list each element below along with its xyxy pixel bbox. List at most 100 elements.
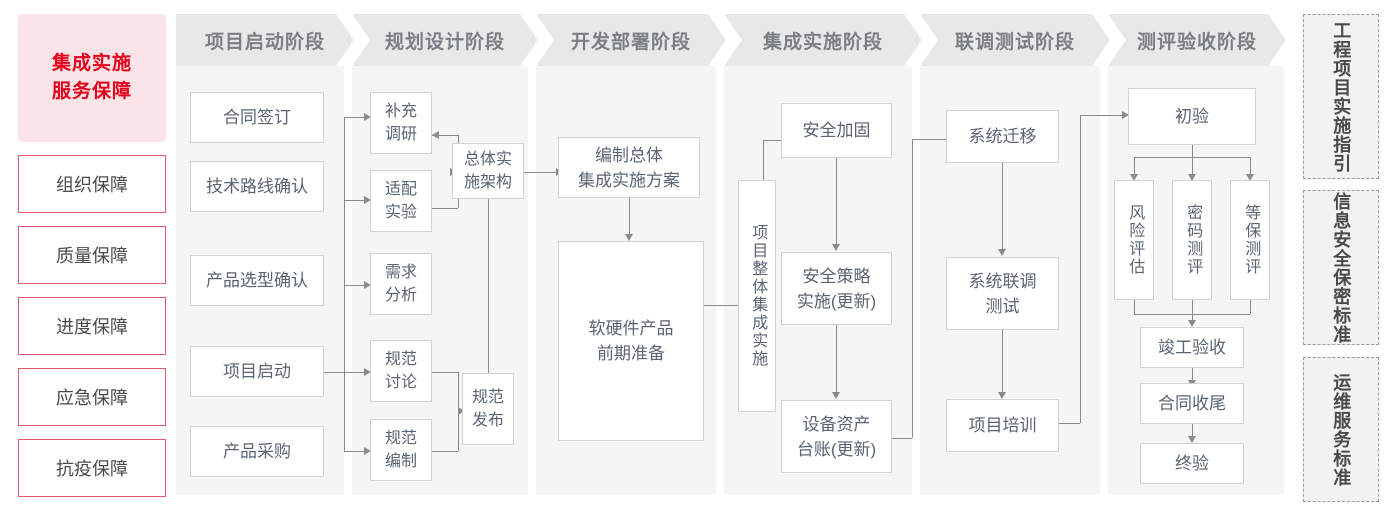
node-c4-1[interactable]: 安全加固	[781, 103, 892, 158]
guarantee-item-2[interactable]: 进度保障	[18, 297, 166, 355]
connector-c1-to-c2-0	[344, 117, 364, 118]
node-c4-2[interactable]: 安全策略 实施(更新)	[781, 252, 892, 325]
node-label: 技术路线确认	[206, 177, 308, 196]
connector-arrow-c2-4	[364, 447, 371, 455]
node-label: 产品采购	[223, 442, 291, 461]
standard-card-0[interactable]: 工程项目实施指引	[1303, 14, 1379, 179]
connector-c5-v2	[1002, 330, 1003, 392]
node-c2-1[interactable]: 适配 实验	[370, 170, 432, 232]
node-c2-zongtishishijiagou[interactable]: 总体实 施架构	[452, 143, 524, 199]
connector-c6-v1	[1192, 368, 1193, 380]
connector-arrow-c2-2	[364, 281, 371, 289]
guarantee-item-1[interactable]: 质量保障	[18, 226, 166, 284]
connector-arrow-c2-0	[364, 113, 371, 121]
guarantee-item-3[interactable]: 应急保障	[18, 368, 166, 426]
connector-c4-to-c5-h2	[912, 139, 946, 140]
node-c5-1[interactable]: 系统联调 测试	[946, 257, 1059, 330]
node-c6-hetongshouwei[interactable]: 合同收尾	[1140, 383, 1244, 424]
node-c4-xiangmuzhengti[interactable]: 项目整体集成实施	[738, 180, 776, 412]
node-c2-3[interactable]: 规范 讨论	[370, 340, 432, 402]
connector-c6-v2	[1192, 424, 1193, 436]
connector-c5-to-c6-v	[1080, 115, 1081, 423]
phase-header-1[interactable]: 规划设计阶段	[352, 14, 538, 66]
connector-c1-to-c2-3	[344, 372, 364, 373]
node-c3-0[interactable]: 编制总体 集成实施方案	[558, 137, 700, 198]
node-label-line1: 规范	[384, 351, 417, 368]
guarantee-item-label: 应急保障	[56, 388, 128, 408]
node-c6-chuyan[interactable]: 初验	[1128, 88, 1256, 145]
guarantee-item-label: 进度保障	[56, 317, 128, 337]
connector-fan-right	[1250, 157, 1251, 174]
node-label: 密码测评	[1184, 204, 1202, 276]
node-c1-3[interactable]: 项目启动	[190, 346, 324, 397]
node-c4-3[interactable]: 设备资产 台账(更新)	[781, 400, 892, 473]
node-c1-2[interactable]: 产品选型确认	[190, 255, 324, 306]
node-c6-jungongyanshou[interactable]: 竣工验收	[1140, 327, 1244, 368]
connector-arrow-dengbao	[1246, 174, 1254, 181]
connector-c5-v1	[1002, 163, 1003, 249]
phase-header-label: 项目启动阶段	[204, 31, 325, 53]
node-label: 项目整体集成实施	[749, 224, 767, 368]
node-label: 风险评估	[1126, 204, 1144, 276]
phase-header-label: 联调测试阶段	[954, 31, 1075, 53]
phase-header-5[interactable]: 测评验收阶段	[1108, 14, 1286, 66]
standard-card-1[interactable]: 信息安全保密标准	[1303, 190, 1379, 345]
node-c6-fengxianpinggu[interactable]: 风险评估	[1114, 180, 1154, 300]
node-label-line1: 设备资产	[802, 414, 871, 434]
connector-buchong-out	[432, 135, 458, 136]
node-c2-2[interactable]: 需求 分析	[370, 253, 432, 315]
node-c2-4[interactable]: 规范 编制	[370, 419, 432, 481]
guarantee-item-label: 质量保障	[56, 246, 128, 266]
phase-header-3[interactable]: 集成实施阶段	[724, 14, 922, 66]
node-label-line2: 测试	[985, 296, 1020, 316]
node-c5-0[interactable]: 系统迁移	[946, 110, 1059, 163]
node-c6-mimaceping[interactable]: 密码测评	[1172, 180, 1212, 300]
guarantee-item-0[interactable]: 组织保障	[18, 155, 166, 213]
node-label: 产品选型确认	[206, 271, 308, 290]
connector-c3-vertical	[629, 198, 630, 234]
node-label-line2: 施架构	[463, 174, 512, 191]
connector-c5-to-c6-h2	[1080, 115, 1122, 116]
phase-header-2[interactable]: 开发部署阶段	[536, 14, 726, 66]
phase-header-label: 开发部署阶段	[570, 31, 691, 53]
connector-c1-to-c2-4	[344, 451, 364, 452]
connector-fan-left	[1134, 157, 1135, 174]
node-c3-1[interactable]: 软硬件产品 前期准备	[558, 241, 704, 441]
connector-arrow-c2-1	[364, 196, 371, 204]
node-c6-dengbaoceping[interactable]: 等保测评	[1230, 180, 1270, 300]
node-c1-4[interactable]: 产品采购	[190, 426, 324, 477]
connector-arrow-fengxian	[1130, 174, 1138, 181]
node-c5-2[interactable]: 项目培训	[946, 399, 1059, 452]
phase-header-0[interactable]: 项目启动阶段	[176, 14, 354, 66]
node-label: 初验	[1175, 107, 1209, 126]
node-c6-zhongyan[interactable]: 终验	[1140, 443, 1244, 484]
standard-card-2[interactable]: 运维服务标准	[1303, 357, 1379, 502]
connector-arrow-fabu-in	[458, 407, 465, 415]
phase-header-4[interactable]: 联调测试阶段	[920, 14, 1110, 66]
phase-header-label: 集成实施阶段	[762, 31, 883, 53]
guarantee-item-label: 抗疫保障	[56, 459, 128, 479]
connector-arrow-jungong	[1188, 320, 1196, 327]
connector-c1-trunk-vertical	[344, 117, 345, 451]
connector-arrow-c5-v1	[998, 249, 1006, 256]
node-label-line1: 总体实	[463, 151, 512, 168]
node-c2-guifanfabu[interactable]: 规范 发布	[462, 373, 514, 445]
connector-merge-right-v	[1250, 300, 1251, 314]
connector-arrow-c4-v2	[832, 392, 840, 399]
node-label: 等保测评	[1242, 204, 1260, 276]
connector-c1-to-c2-1	[344, 200, 364, 201]
node-label-line1: 安全策略	[802, 266, 871, 286]
node-c2-0[interactable]: 补充 调研	[370, 92, 432, 154]
node-label-line2: 实施(更新)	[796, 291, 877, 311]
standard-label: 工程项目实施指引	[1331, 20, 1352, 173]
node-label-line2: 编制	[384, 453, 417, 470]
connector-c5-to-c6-h1	[1058, 423, 1080, 424]
guarantee-item-4[interactable]: 抗疫保障	[18, 439, 166, 497]
node-c1-1[interactable]: 技术路线确认	[190, 161, 324, 212]
node-label-line1: 适配	[384, 181, 417, 198]
node-c1-0[interactable]: 合同签订	[190, 92, 324, 143]
standard-label: 信息安全保密标准	[1331, 191, 1352, 344]
connector-c4-trunk-right	[763, 140, 781, 141]
connector-arrow-buchong-back	[432, 131, 439, 139]
connector-arrow-c6-in	[1122, 111, 1129, 119]
